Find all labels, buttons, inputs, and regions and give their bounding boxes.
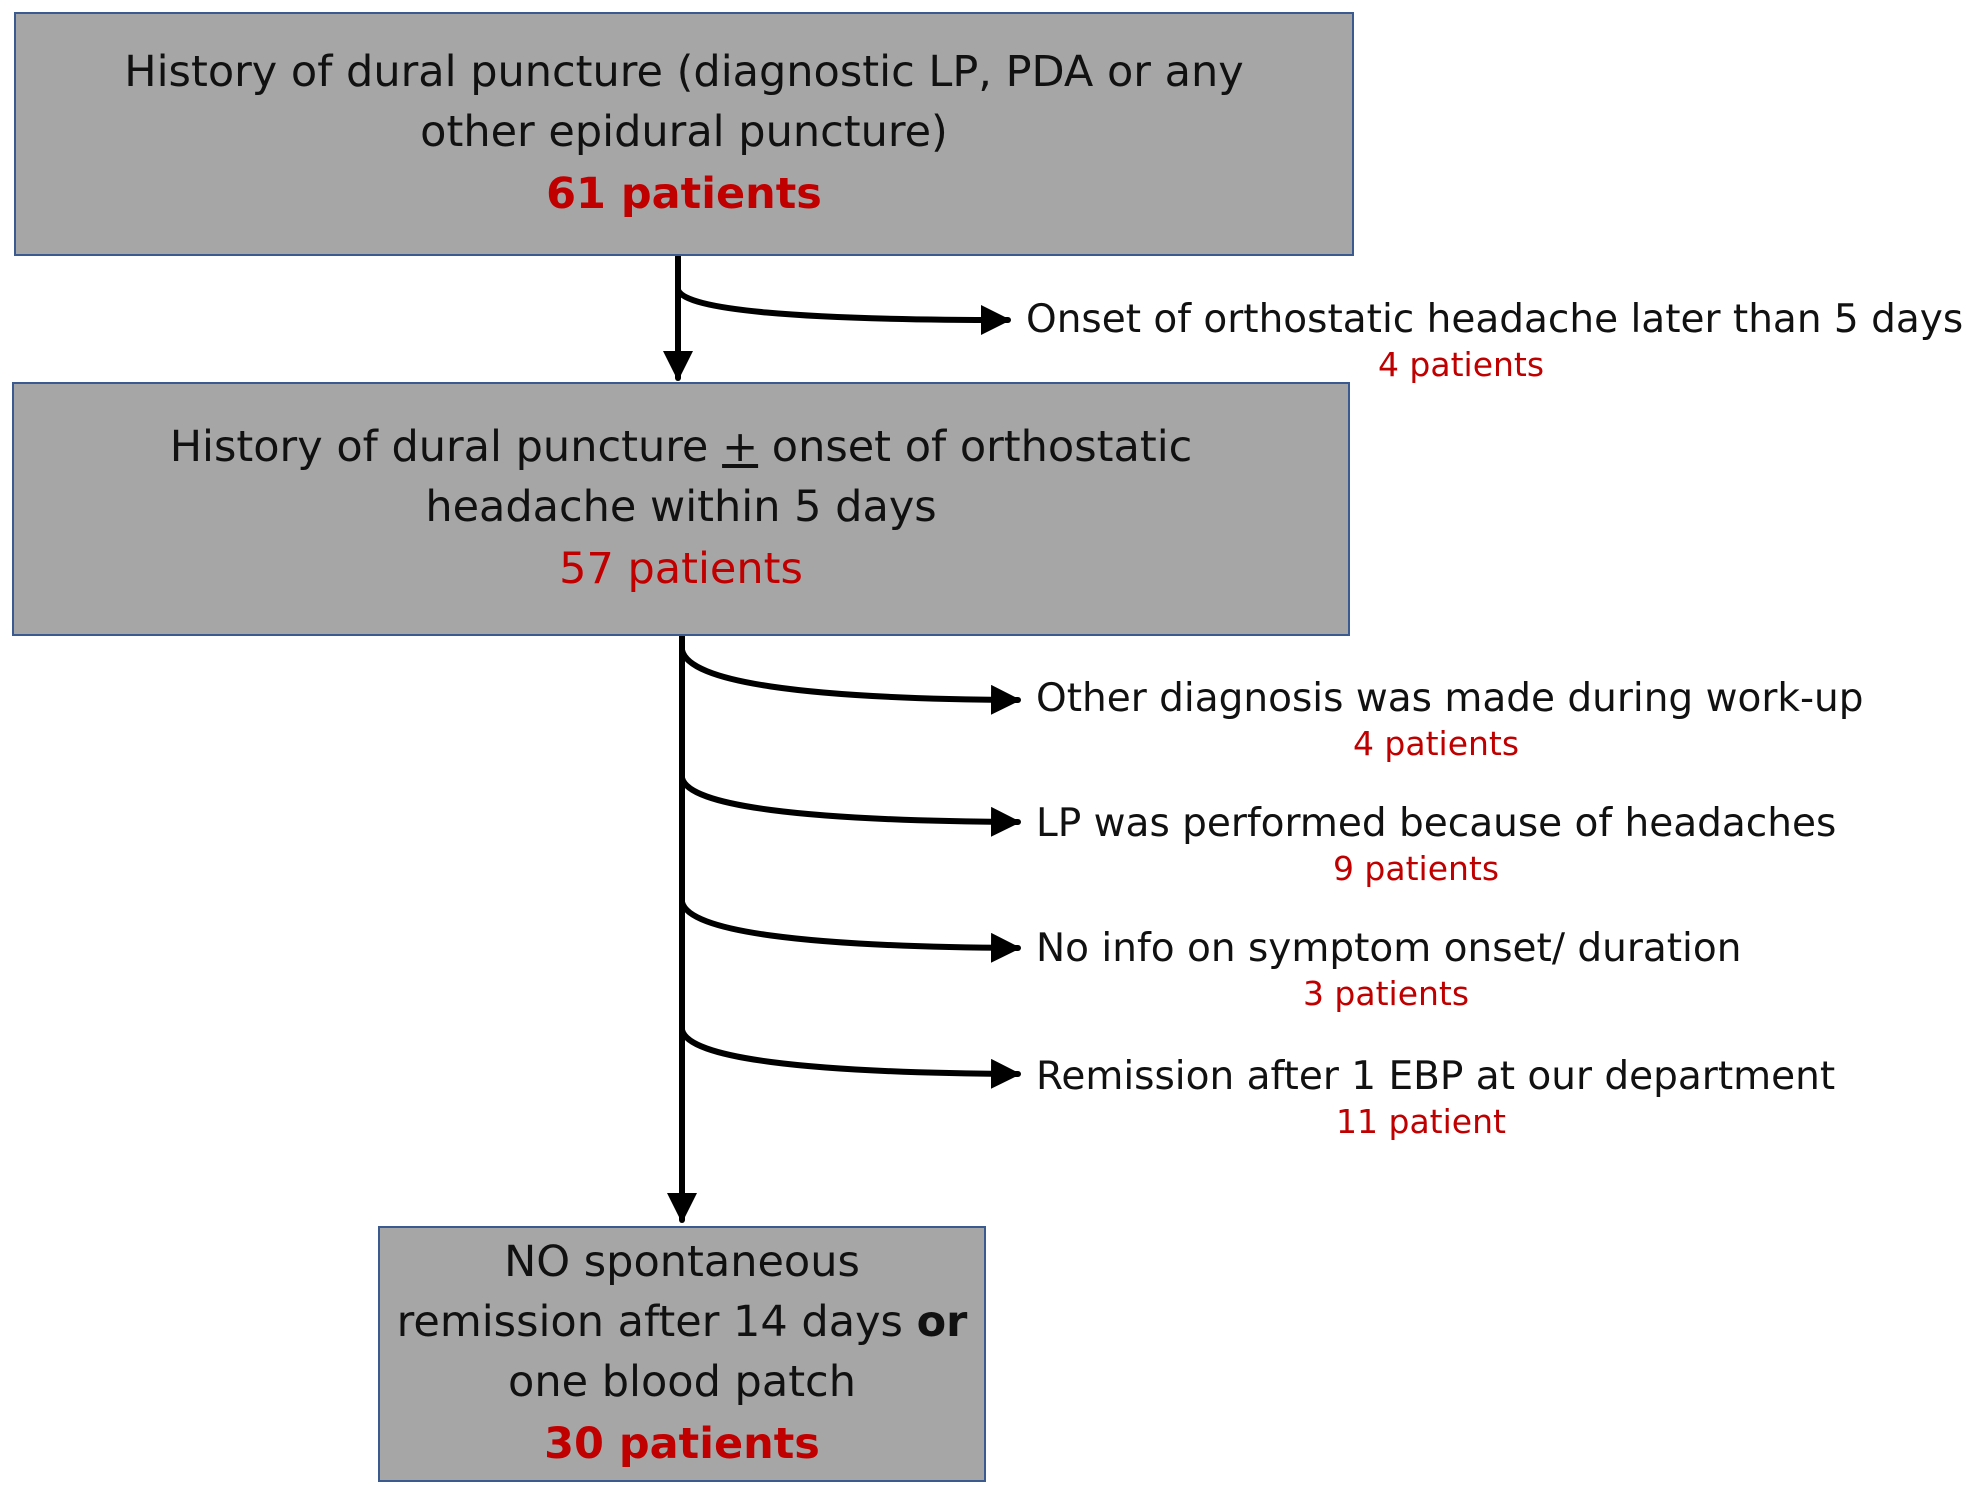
- plus-minus-symbol: +: [722, 422, 759, 472]
- exclusion-1: Onset of orthostatic headache later than…: [1026, 297, 1963, 387]
- branch-arrow-5: [679, 1027, 1021, 1089]
- exclusion-4-label: No info on symptom onset/ duration: [1036, 926, 1742, 971]
- middle-box-line-1: History of dural puncture + onset of ort…: [170, 417, 1193, 477]
- top-box-line-2: other epidural puncture): [420, 107, 948, 157]
- exclusion-5-label: Remission after 1 EBP at our department: [1036, 1054, 1836, 1099]
- top-box-count: 61 patients: [546, 169, 822, 219]
- branch-arrow-1: [675, 287, 1011, 335]
- exclusion-1-count: 4 patients: [1377, 345, 1545, 384]
- top-box-line-1: History of dural puncture (diagnostic LP…: [124, 47, 1244, 97]
- exclusion-2-label: Other diagnosis was made during work-up: [1036, 676, 1864, 721]
- exclusion-3-count: 9 patients: [1332, 849, 1500, 888]
- bottom-box: NO spontaneous remission after 14 days o…: [378, 1226, 986, 1482]
- branch-arrow-3: [679, 775, 1021, 837]
- exclusion-5: Remission after 1 EBP at our department …: [1036, 1054, 1836, 1144]
- bottom-box-line-1: NO spontaneous: [504, 1237, 860, 1287]
- exclusion-4-count: 3 patients: [1302, 974, 1470, 1013]
- middle-box: History of dural puncture + onset of ort…: [12, 382, 1350, 636]
- bottom-box-line-2-pre: remission after 14 days: [396, 1297, 917, 1347]
- exclusion-1-label: Onset of orthostatic headache later than…: [1026, 297, 1963, 342]
- branch-arrow-4: [679, 899, 1021, 963]
- bottom-box-line-2-bold: or: [916, 1297, 968, 1347]
- exclusion-5-count: 11 patient: [1336, 1102, 1506, 1141]
- middle-box-line-1-post: onset of orthostatic: [758, 422, 1193, 472]
- bottom-box-line-2: remission after 14 days or: [397, 1292, 968, 1352]
- flow-connectors: [663, 253, 1021, 1223]
- exclusion-2: Other diagnosis was made during work-up …: [1036, 676, 1864, 766]
- exclusion-3-label: LP was performed because of headaches: [1036, 801, 1837, 846]
- middle-box-count: 57 patients: [559, 544, 803, 594]
- bottom-box-count: 30 patients: [544, 1419, 820, 1469]
- middle-box-line-2: headache within 5 days: [425, 482, 937, 532]
- exclusion-4: No info on symptom onset/ duration 3 pat…: [1036, 926, 1742, 1016]
- top-box: History of dural puncture (diagnostic LP…: [14, 12, 1354, 256]
- exclusion-2-count: 4 patients: [1352, 724, 1520, 763]
- branch-arrow-2: [679, 647, 1021, 715]
- middle-box-line-1-pre: History of dural puncture: [169, 422, 723, 472]
- exclusion-3: LP was performed because of headaches 9 …: [1036, 801, 1837, 891]
- bottom-box-line-3: one blood patch: [508, 1357, 856, 1407]
